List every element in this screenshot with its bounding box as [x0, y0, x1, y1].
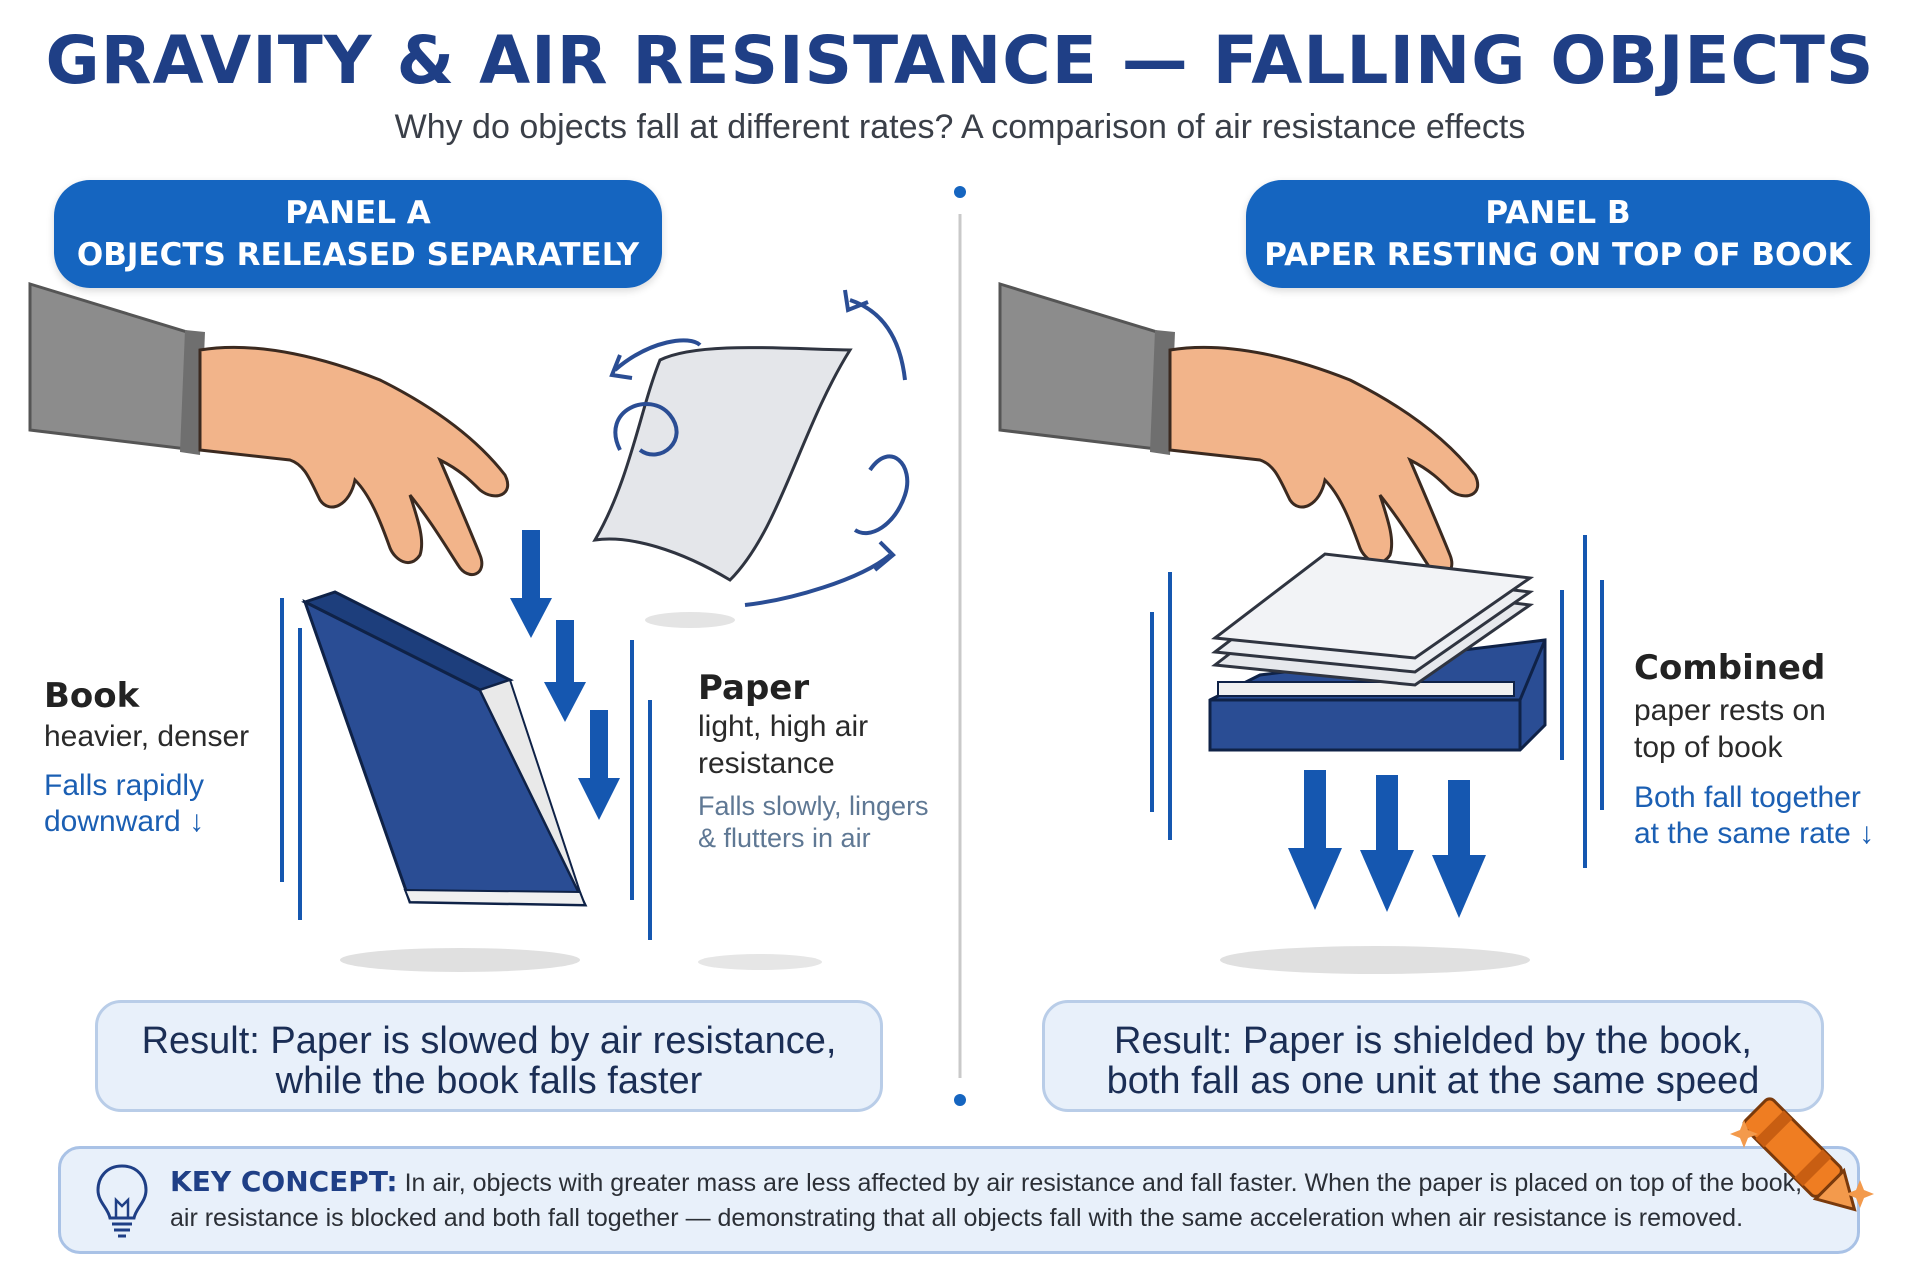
speed-lines — [1150, 535, 1604, 868]
combined-note: Both fall together at the same rate ↓ — [1634, 780, 1874, 852]
panel-b-subtitle: PAPER RESTING ON TOP OF BOOK — [1264, 237, 1852, 273]
panel-a-title: PANEL A — [285, 195, 431, 231]
page-subtitle: Why do objects fall at different rates? … — [394, 108, 1526, 146]
panel-a-result-line1: Result: Paper is slowed by air resistanc… — [141, 1020, 837, 1062]
panel-b-illustration — [998, 281, 1604, 974]
book-note-line2: downward ↓ — [44, 805, 205, 838]
paper-label: Paper — [698, 668, 810, 708]
book-icon — [301, 590, 588, 907]
paper-desc-line1: light, high air — [698, 710, 869, 743]
combined-label: Combined — [1634, 648, 1826, 688]
panel-b-result: Result: Paper is shielded by the book, b… — [1042, 1000, 1824, 1112]
lightbulb-icon — [96, 1164, 148, 1238]
combined-description: paper rests on top of book — [1634, 692, 1826, 766]
speed-lines — [280, 598, 652, 940]
paper-icon — [1211, 552, 1535, 687]
book-description: heavier, denser — [44, 720, 250, 753]
combined-desc-line2: top of book — [1634, 731, 1783, 764]
paper-note-line1: Falls slowly, lingers — [698, 791, 929, 821]
down-arrow-icon — [1288, 770, 1486, 918]
page-title: GRAVITY & AIR RESISTANCE — FALLING OBJEC… — [45, 22, 1875, 99]
book-shadow — [340, 948, 580, 972]
combined-note-line1: Both fall together — [1634, 781, 1861, 814]
combined-shadow — [1220, 946, 1530, 974]
paper-description: light, high air resistance — [698, 708, 868, 782]
hand-icon — [28, 281, 509, 577]
panel-b-result-line1: Result: Paper is shielded by the book, — [1114, 1020, 1752, 1062]
key-concept-label: KEY CONCEPT: — [170, 1165, 398, 1198]
panel-a-result-line2: while the book falls faster — [275, 1060, 703, 1102]
book-note: Falls rapidly downward ↓ — [44, 768, 204, 840]
panel-divider — [954, 186, 966, 1106]
panel-a-heading: PANEL A OBJECTS RELEASED SEPARATELY — [54, 180, 662, 288]
book-label: Book — [44, 676, 140, 716]
key-concept-box — [58, 1146, 1860, 1254]
panel-a-result: Result: Paper is slowed by air resistanc… — [95, 1000, 883, 1112]
combined-note-line2: at the same rate ↓ — [1634, 817, 1875, 850]
paper-icon — [592, 346, 853, 582]
panel-b-title: PANEL B — [1485, 195, 1631, 231]
combined-desc-line1: paper rests on — [1634, 694, 1826, 727]
crayon-icon — [1730, 1097, 1874, 1212]
hand-icon — [998, 281, 1479, 577]
key-concept-body: In air, objects with greater mass are le… — [170, 1169, 1803, 1232]
paper-desc-line2: resistance — [698, 747, 835, 780]
paper-note-line2: & flutters in air — [698, 823, 871, 853]
panel-a-subtitle: OBJECTS RELEASED SEPARATELY — [76, 237, 640, 273]
swirl-arrow-icon — [609, 289, 910, 607]
key-concept-text: KEY CONCEPT: In air, objects with greate… — [170, 1164, 1830, 1236]
paper-note: Falls slowly, lingers & flutters in air — [698, 790, 929, 854]
paper-shadow — [645, 612, 735, 628]
paper-floor-shadow — [698, 954, 822, 970]
book-note-line1: Falls rapidly — [44, 769, 205, 802]
panel-b-result-line2: both fall as one unit at the same speed — [1106, 1060, 1760, 1102]
panel-b-heading: PANEL B PAPER RESTING ON TOP OF BOOK — [1246, 180, 1870, 288]
book-icon — [1208, 638, 1547, 752]
down-arrow-icon — [510, 530, 620, 820]
panel-a-illustration — [28, 281, 910, 972]
